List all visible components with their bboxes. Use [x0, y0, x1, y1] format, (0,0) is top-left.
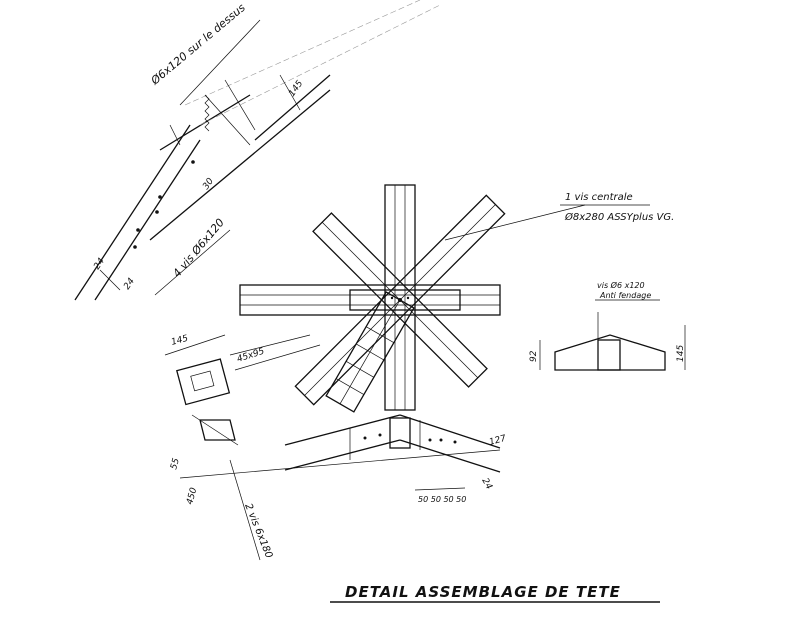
rafter-detail-top-left	[74, 0, 441, 301]
label-screws-left: 4 vis Ø6x120	[170, 216, 227, 280]
label-screws-bottom: 2 vis 6x180	[242, 502, 274, 560]
label-24c: 24	[479, 477, 494, 492]
drawing-title: DETAIL ASSEMBLAGE DE TETE	[345, 583, 621, 601]
star-assembly	[239, 184, 586, 413]
label-92: 92	[529, 350, 539, 362]
label-dims-50: 50 50 50 50	[418, 495, 466, 504]
label-145-section: 145	[170, 334, 189, 348]
label-side-screw-1: vis Ø6 x120	[597, 280, 645, 290]
ridge-elevation	[284, 414, 501, 491]
label-side-screw-2: Anti fendage	[599, 291, 651, 300]
section-detail-right	[539, 299, 686, 371]
label-24b: 24	[122, 276, 137, 291]
label-127: 127	[488, 434, 507, 448]
label-55: 55	[169, 457, 182, 471]
label-central-screw-2: Ø8x280 ASSYplus VG.	[564, 211, 674, 223]
label-top-screw: Ø6x120 sur le dessus	[148, 1, 248, 88]
label-145-right: 145	[676, 345, 686, 362]
label-central-screw-1: 1 vis centrale	[565, 192, 633, 203]
label-450: 450	[185, 486, 199, 505]
label-30: 30	[201, 176, 216, 191]
label-145-top: 145	[287, 79, 305, 99]
